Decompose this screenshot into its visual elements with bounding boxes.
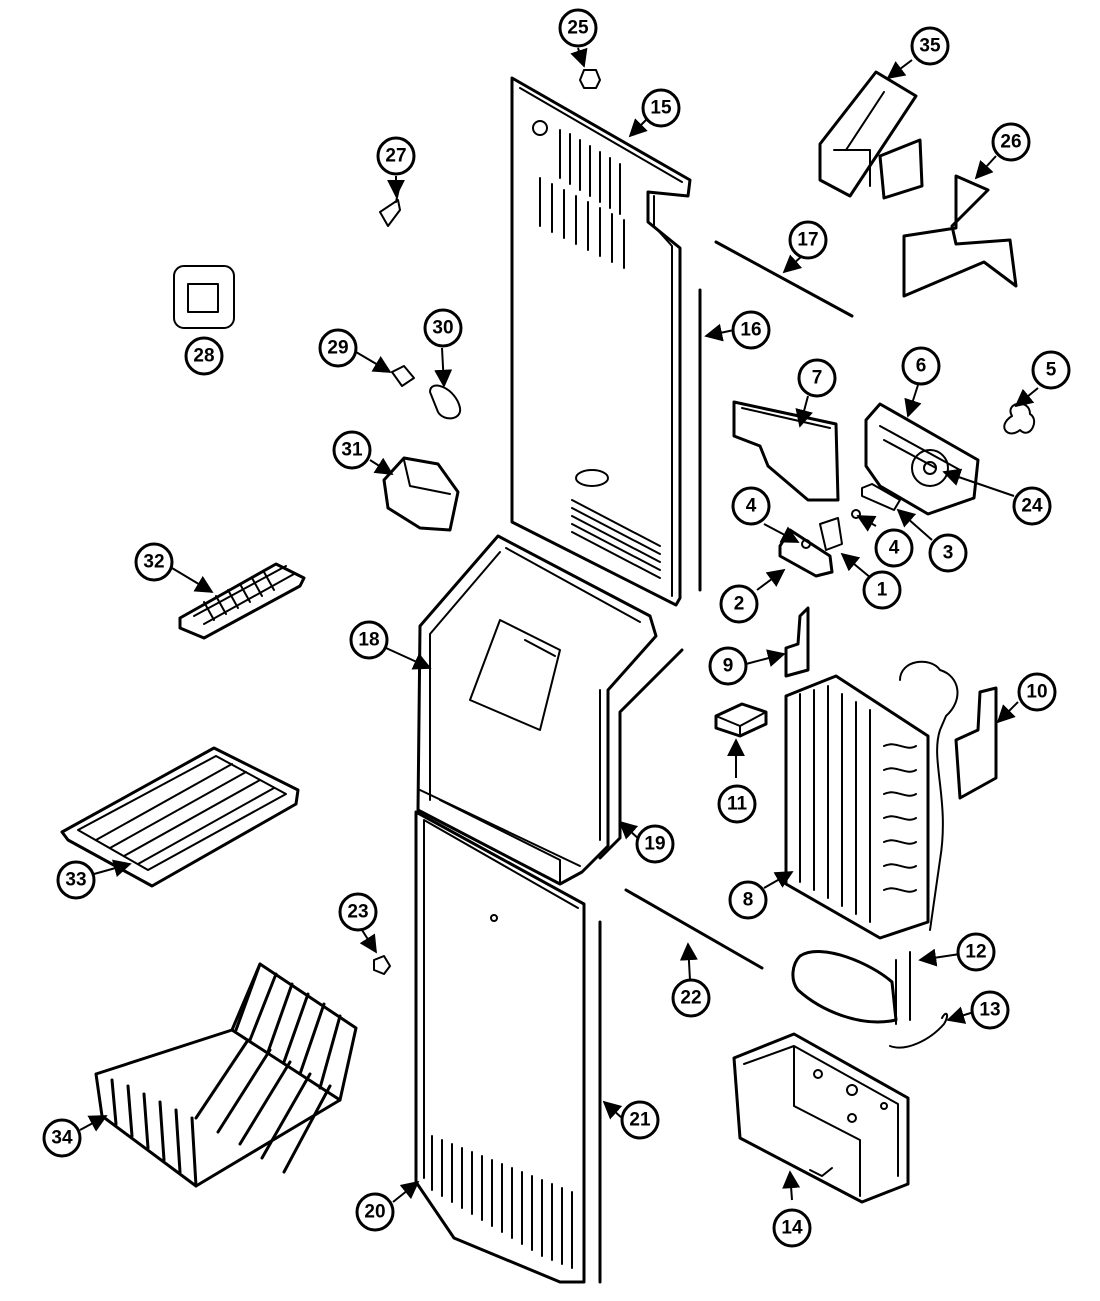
cover-part-7: [732, 400, 840, 502]
callout-24: 24: [1012, 486, 1052, 526]
svg-text:23: 23: [347, 902, 368, 923]
strip-19: [598, 648, 684, 860]
svg-text:7: 7: [812, 368, 823, 389]
svg-text:20: 20: [364, 1202, 385, 1223]
fan-shroud-part: [864, 402, 980, 516]
callout-32: 32: [134, 542, 174, 582]
callout-25: 25: [558, 8, 598, 48]
heater-loop-part: [791, 950, 911, 1025]
callout-6: 6: [901, 346, 941, 386]
callout-29: 29: [318, 328, 358, 368]
evaporator-part: [784, 660, 959, 940]
clip-part-13: [889, 1012, 949, 1049]
svg-text:27: 27: [385, 146, 406, 167]
svg-text:4: 4: [746, 496, 757, 517]
callout-27: 27: [376, 136, 416, 176]
callout-35: 35: [910, 26, 950, 66]
callout-17: 17: [788, 220, 828, 260]
callout-9: 9: [708, 646, 748, 686]
svg-text:2: 2: [734, 594, 745, 615]
callout-33: 33: [56, 860, 96, 900]
callout-2: 2: [719, 584, 759, 624]
leader-lines: [79, 47, 1039, 1203]
upper-panel-part: [510, 76, 692, 607]
bracket-part-9: [784, 606, 810, 678]
callout-8: 8: [728, 880, 768, 920]
svg-text:33: 33: [65, 870, 86, 891]
callout-12: 12: [956, 932, 996, 972]
callout-7: 7: [797, 358, 837, 398]
ice-tray-part: [178, 562, 306, 640]
svg-text:6: 6: [916, 356, 927, 377]
svg-text:5: 5: [1046, 360, 1057, 381]
callout-4a: 4: [731, 486, 771, 526]
svg-text:21: 21: [629, 1110, 651, 1131]
svg-text:35: 35: [919, 36, 941, 57]
callout-1: 1: [862, 570, 902, 610]
bracket-part-10: [954, 686, 998, 800]
svg-text:10: 10: [1026, 682, 1047, 703]
callout-20: 20: [355, 1192, 395, 1232]
svg-text:11: 11: [727, 794, 748, 815]
svg-text:29: 29: [327, 338, 348, 359]
svg-text:13: 13: [979, 1000, 1000, 1021]
svg-text:32: 32: [143, 552, 164, 573]
heater-part-11: [714, 702, 768, 738]
shelf-part: [60, 746, 300, 888]
small-hardware: [173, 69, 601, 975]
bracket-part: [818, 70, 924, 200]
callout-3: 3: [928, 533, 968, 573]
svg-text:26: 26: [1000, 132, 1021, 153]
callout-26: 26: [991, 122, 1031, 162]
callout-19: 19: [635, 824, 675, 864]
svg-text:28: 28: [193, 346, 214, 367]
chute-housing-part: [416, 534, 658, 886]
svg-text:19: 19: [644, 834, 665, 855]
svg-text:16: 16: [740, 320, 761, 341]
callout-15: 15: [641, 88, 681, 128]
fan-blade-part: [1003, 402, 1036, 435]
svg-text:25: 25: [567, 18, 589, 39]
svg-text:3: 3: [943, 543, 954, 564]
svg-text:31: 31: [341, 440, 363, 461]
gasket-strips: [598, 240, 854, 1284]
svg-text:18: 18: [358, 630, 379, 651]
callout-18: 18: [349, 620, 389, 660]
strip-22: [624, 888, 764, 970]
shield-frame-part: [902, 174, 1018, 298]
svg-text:24: 24: [1021, 496, 1043, 517]
callout-4b: 4: [874, 528, 914, 568]
svg-text:22: 22: [680, 988, 701, 1009]
svg-text:12: 12: [965, 942, 986, 963]
callout-34: 34: [42, 1118, 82, 1158]
svg-text:8: 8: [743, 890, 754, 911]
svg-text:1: 1: [877, 580, 888, 601]
drain-pan-part: [732, 1032, 910, 1204]
svg-text:14: 14: [781, 1218, 803, 1239]
callout-28: 28: [184, 336, 224, 376]
callout-21: 21: [620, 1100, 660, 1140]
callout-23: 23: [338, 892, 378, 932]
callouts: 1 2 3 4 4 5 6 7 8 9 10 11 12 13 14 15 16…: [42, 8, 1071, 1248]
callout-31: 31: [332, 430, 372, 470]
svg-text:15: 15: [650, 98, 672, 119]
callout-5: 5: [1031, 350, 1071, 390]
svg-text:17: 17: [797, 230, 818, 251]
svg-text:34: 34: [51, 1128, 73, 1149]
callout-13: 13: [970, 990, 1010, 1030]
light-shield-part: [382, 456, 460, 532]
callout-30: 30: [423, 308, 463, 348]
callout-22: 22: [671, 978, 711, 1018]
callout-14: 14: [772, 1208, 812, 1248]
strip-17: [714, 240, 854, 318]
svg-text:4: 4: [889, 538, 900, 559]
wire-basket-part: [94, 962, 358, 1188]
svg-text:9: 9: [723, 656, 734, 677]
callout-10: 10: [1017, 672, 1057, 712]
callout-11: 11: [717, 784, 757, 824]
callout-16: 16: [731, 310, 771, 350]
svg-text:30: 30: [432, 318, 453, 339]
